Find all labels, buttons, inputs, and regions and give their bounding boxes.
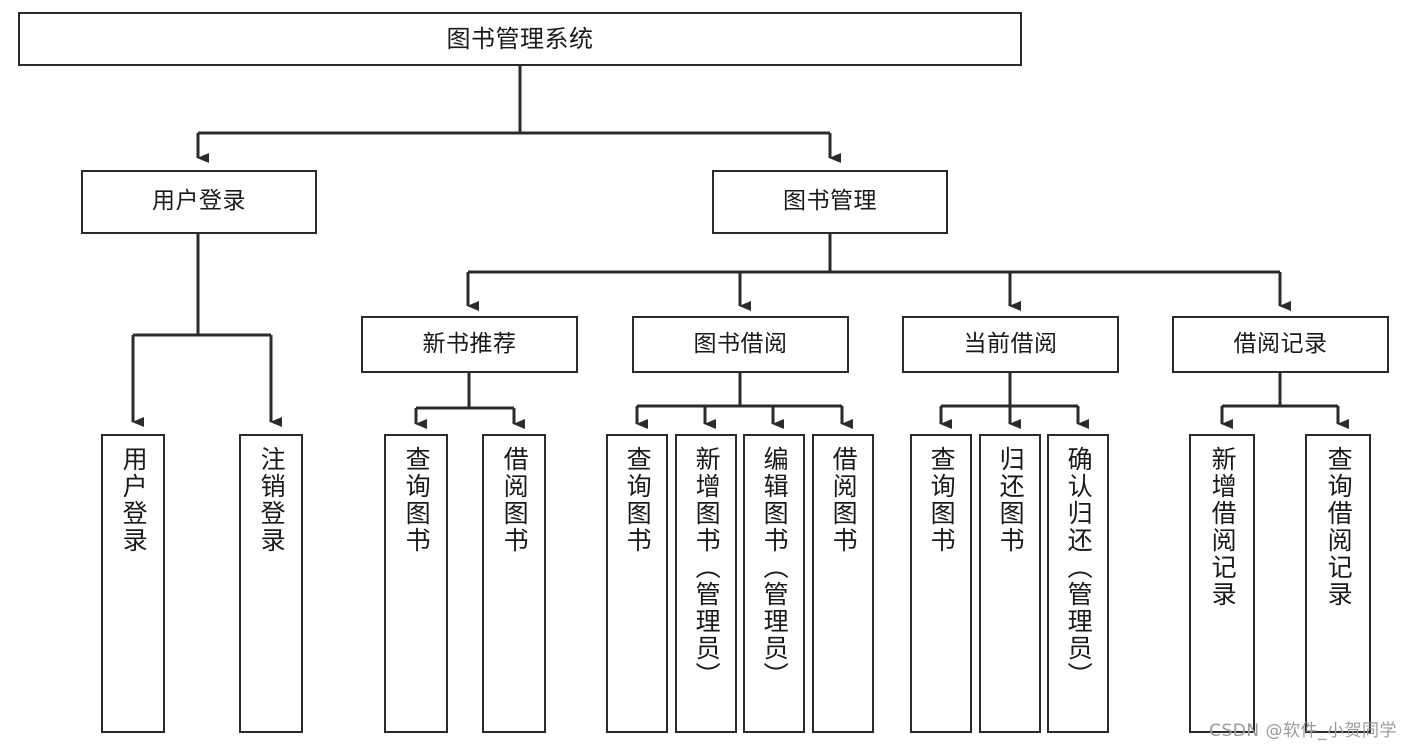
node-label: 借阅记录 bbox=[1233, 330, 1328, 357]
leaf-borrow-book-recommend[interactable]: 借阅图书 bbox=[482, 434, 546, 733]
leaf-user-login[interactable]: 用户登录 bbox=[101, 434, 165, 733]
node-label: 图书管理系统 bbox=[446, 24, 594, 53]
leaf-edit-book-admin[interactable]: 编辑图书（管理员） bbox=[743, 434, 805, 733]
node-label: 用户登录 bbox=[152, 188, 246, 215]
node-label: 图书管理 bbox=[783, 188, 877, 215]
node-root-system[interactable]: 图书管理系统 bbox=[18, 12, 1022, 66]
node-borrow-record[interactable]: 借阅记录 bbox=[1172, 316, 1389, 373]
leaf-query-borrow-record[interactable]: 查询借阅记录 bbox=[1305, 434, 1371, 733]
node-label: 查询图书 bbox=[623, 446, 653, 554]
node-book-borrow[interactable]: 图书借阅 bbox=[632, 316, 849, 373]
node-label: 查询图书 bbox=[402, 446, 432, 554]
node-label: 注销登录 bbox=[257, 446, 287, 554]
node-current-borrow[interactable]: 当前借阅 bbox=[902, 316, 1119, 373]
leaf-add-book-admin[interactable]: 新增图书（管理员） bbox=[675, 434, 737, 733]
node-label: 新书推荐 bbox=[422, 330, 517, 357]
node-label: 查询借阅记录 bbox=[1324, 446, 1354, 608]
node-label: 借阅图书 bbox=[500, 446, 530, 554]
leaf-borrow-book[interactable]: 借阅图书 bbox=[812, 434, 874, 733]
node-label: 新增借阅记录 bbox=[1208, 446, 1238, 608]
node-label: 新增图书（管理员） bbox=[692, 446, 722, 689]
node-label: 确认归还（管理员） bbox=[1064, 446, 1094, 689]
leaf-query-book-borrow[interactable]: 查询图书 bbox=[606, 434, 668, 733]
node-label: 图书借阅 bbox=[693, 330, 788, 357]
node-new-book-recommend[interactable]: 新书推荐 bbox=[361, 316, 578, 373]
watermark: CSDN @软件_小贺同学 bbox=[1209, 721, 1397, 741]
node-book-management[interactable]: 图书管理 bbox=[712, 170, 948, 234]
node-label: 当前借阅 bbox=[963, 330, 1058, 357]
node-label: 借阅图书 bbox=[829, 446, 859, 554]
leaf-add-borrow-record[interactable]: 新增借阅记录 bbox=[1189, 434, 1255, 733]
node-label: 查询图书 bbox=[927, 446, 957, 554]
node-label: 用户登录 bbox=[119, 446, 149, 554]
leaf-logout[interactable]: 注销登录 bbox=[239, 434, 303, 733]
node-user-login[interactable]: 用户登录 bbox=[81, 170, 317, 234]
node-label: 归还图书 bbox=[996, 446, 1026, 554]
leaf-return-book[interactable]: 归还图书 bbox=[979, 434, 1041, 733]
node-label: 编辑图书（管理员） bbox=[760, 446, 790, 689]
leaf-query-book-current[interactable]: 查询图书 bbox=[910, 434, 972, 733]
leaf-query-book-recommend[interactable]: 查询图书 bbox=[384, 434, 448, 733]
leaf-confirm-return-admin[interactable]: 确认归还（管理员） bbox=[1047, 434, 1109, 733]
